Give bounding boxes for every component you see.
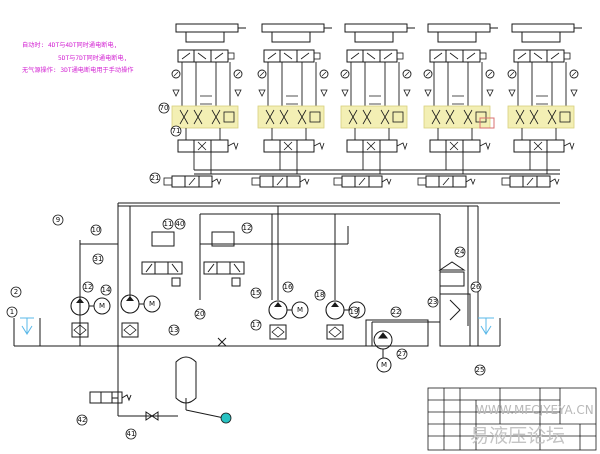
label-12b: 12 bbox=[241, 222, 253, 234]
label-13: 13 bbox=[168, 324, 180, 336]
label-42: 42 bbox=[76, 414, 88, 426]
label-22: 22 bbox=[390, 306, 402, 318]
filter-3 bbox=[269, 324, 287, 340]
label-24: 24 bbox=[454, 246, 466, 258]
tank-left bbox=[20, 317, 34, 335]
label-15: 15 bbox=[250, 287, 262, 299]
svg-text:71: 71 bbox=[172, 127, 181, 135]
rail-valve-5 bbox=[501, 175, 560, 188]
label-40: 40 bbox=[174, 218, 186, 230]
note-line-1: 自动时: 4DT与4DT同时通电断电, bbox=[22, 41, 117, 49]
note-line-3: 无气源操作: 3DT通电断电用于手动操作 bbox=[22, 66, 133, 74]
svg-text:20: 20 bbox=[196, 310, 205, 318]
svg-text:9: 9 bbox=[56, 216, 60, 224]
svg-text:10: 10 bbox=[92, 226, 101, 234]
svg-text:17: 17 bbox=[252, 321, 261, 329]
cooler-motor-label: M bbox=[381, 361, 387, 369]
pump-motor-4 bbox=[325, 300, 366, 320]
actuator-unit-1 bbox=[171, 23, 247, 175]
relief-valve-block-1 bbox=[141, 231, 183, 287]
label-19: 19 bbox=[348, 306, 360, 318]
cooler-block bbox=[365, 261, 471, 373]
svg-text:12: 12 bbox=[84, 283, 93, 291]
label-27: 27 bbox=[396, 348, 408, 360]
label-10: 10 bbox=[90, 224, 102, 236]
label-26: 26 bbox=[470, 281, 482, 293]
svg-text:23: 23 bbox=[429, 298, 438, 306]
label-12: 12 bbox=[82, 281, 94, 293]
note-line-2: 5DT与7DT同时通电断电, bbox=[58, 54, 127, 62]
svg-text:70: 70 bbox=[160, 104, 169, 112]
actuator-unit-3 bbox=[340, 23, 416, 175]
pump-motor-1 bbox=[70, 296, 111, 316]
label-16: 16 bbox=[282, 281, 294, 293]
svg-text:13: 13 bbox=[170, 326, 179, 334]
watermark-site: 易液压论坛 bbox=[470, 425, 565, 447]
rail-valve-4 bbox=[417, 175, 476, 188]
svg-text:15: 15 bbox=[252, 289, 261, 297]
label-14: 14 bbox=[100, 284, 112, 296]
needle-valve-20 bbox=[217, 337, 227, 347]
label-11: 11 bbox=[162, 218, 174, 230]
watermark-url: WWW.MFCJYEYA.CN bbox=[476, 403, 594, 417]
svg-text:19: 19 bbox=[350, 308, 359, 316]
svg-text:1: 1 bbox=[10, 308, 14, 316]
svg-text:12: 12 bbox=[243, 224, 252, 232]
label-70: 70 bbox=[158, 102, 170, 114]
label-17: 17 bbox=[250, 319, 262, 331]
rail-valve-3 bbox=[333, 175, 392, 188]
accumulator bbox=[175, 356, 197, 404]
label-20: 20 bbox=[194, 308, 206, 320]
rail-valve-2 bbox=[251, 175, 310, 188]
accumulator-port bbox=[220, 412, 232, 424]
svg-text:42: 42 bbox=[78, 416, 87, 424]
actuator-unit-2 bbox=[257, 23, 333, 175]
selection-highlight bbox=[479, 117, 495, 129]
svg-text:22: 22 bbox=[392, 308, 401, 316]
label-2: 2 bbox=[10, 286, 22, 298]
label-31: 31 bbox=[92, 253, 104, 265]
svg-text:31: 31 bbox=[94, 255, 103, 263]
rail-valve-1 bbox=[163, 175, 222, 188]
label-25: 25 bbox=[474, 364, 486, 376]
svg-text:24: 24 bbox=[456, 248, 465, 256]
svg-text:14: 14 bbox=[102, 286, 111, 294]
label-9: 9 bbox=[52, 214, 64, 226]
component-labels: 1 2 9 10 31 12 14 11 40 12 13 15 16 17 1… bbox=[6, 102, 486, 440]
filter-4 bbox=[326, 324, 344, 340]
tank-right bbox=[478, 317, 494, 335]
svg-text:40: 40 bbox=[176, 220, 185, 228]
svg-text:26: 26 bbox=[472, 283, 481, 291]
svg-text:16: 16 bbox=[284, 283, 293, 291]
svg-text:18: 18 bbox=[316, 291, 325, 299]
label-23: 23 bbox=[427, 296, 439, 308]
label-21: 21 bbox=[149, 172, 161, 184]
pipe-network bbox=[13, 169, 560, 419]
label-1: 1 bbox=[6, 306, 18, 318]
svg-text:25: 25 bbox=[476, 366, 485, 374]
svg-text:21: 21 bbox=[151, 174, 160, 182]
relief-valve-block-2 bbox=[203, 231, 245, 287]
label-18: 18 bbox=[314, 289, 326, 301]
svg-text:27: 27 bbox=[398, 350, 407, 358]
filter-2 bbox=[121, 322, 139, 338]
label-41: 41 bbox=[125, 428, 137, 440]
manual-valve-42 bbox=[89, 391, 132, 404]
pump-motor-3 bbox=[268, 300, 309, 320]
label-71: 71 bbox=[170, 125, 182, 137]
svg-text:11: 11 bbox=[164, 220, 173, 228]
actuator-unit-5 bbox=[507, 23, 583, 175]
title-block bbox=[427, 387, 597, 451]
check-valve-41 bbox=[145, 411, 159, 421]
operation-notes: 自动时: 4DT与4DT同时通电断电, 5DT与7DT同时通电断电, 无气源操作… bbox=[22, 41, 133, 74]
actuator-unit-4 bbox=[423, 23, 499, 175]
svg-text:41: 41 bbox=[127, 430, 136, 438]
pump-motor-2 bbox=[120, 294, 161, 314]
svg-text:2: 2 bbox=[14, 288, 18, 296]
